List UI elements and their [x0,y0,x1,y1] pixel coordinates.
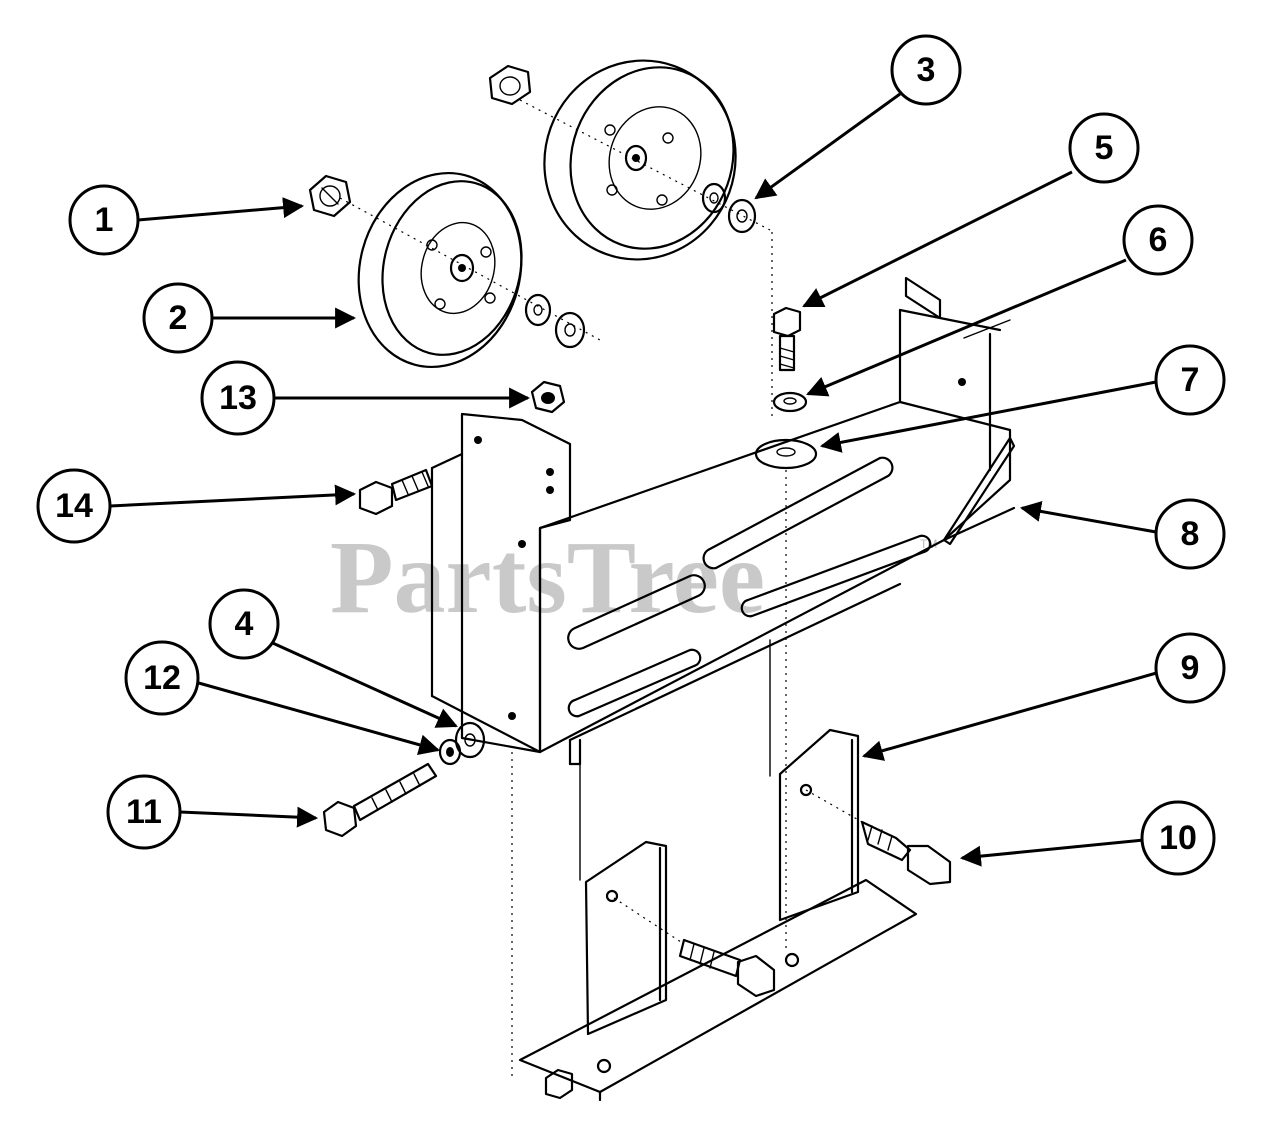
callout-12-label: 12 [143,659,181,697]
callout-4[interactable]: 4 [208,588,280,660]
watermark: PartsTree TM [330,520,937,635]
callout-6-label: 6 [1149,221,1168,259]
callout-8-label: 8 [1181,515,1200,553]
bracket-top-nut [530,380,566,414]
callout-4-label: 4 [235,605,254,643]
rear-pulley-washers [701,182,757,234]
callout-14[interactable]: 14 [36,468,112,544]
callout-2[interactable]: 2 [142,282,214,354]
watermark-text: PartsTree [330,520,765,635]
callout-13[interactable]: 13 [200,360,276,436]
mount-bracket [778,728,860,922]
callout-8[interactable]: 8 [1154,498,1226,570]
callout-1[interactable]: 1 [68,184,140,256]
bolt-10 [805,789,952,886]
lower-bolt [613,897,776,998]
callout-5-label: 5 [1095,129,1114,167]
leader-lines [109,92,1161,867]
callout-3-label: 3 [917,51,936,89]
callout-9[interactable]: 9 [1154,632,1226,704]
front-pulley-nut [308,174,352,218]
callout-13-label: 13 [219,379,257,417]
callout-7-label: 7 [1181,361,1200,399]
callout-11[interactable]: 11 [106,774,182,850]
rear-pulley-nut [488,64,532,106]
callout-11-label: 11 [126,793,162,831]
callout-3[interactable]: 3 [890,34,962,106]
front-pulley-washers [524,293,586,349]
vertical-bolt [771,232,802,420]
callout-6[interactable]: 6 [1122,204,1194,276]
bolt-11 [322,762,438,838]
callout-10-label: 10 [1159,819,1197,857]
callout-12[interactable]: 12 [124,640,200,716]
callout-14-label: 14 [55,487,93,525]
callout-1-label: 1 [95,201,114,239]
front-pulley [339,172,601,368]
flat-washer-4 [454,721,486,759]
lower-frame [511,470,918,1102]
rear-pulley [519,59,771,261]
callout-2-label: 2 [169,299,188,337]
watermark-trademark: TM [920,537,937,551]
callout-5[interactable]: 5 [1068,112,1140,184]
bolt-14 [358,468,434,516]
large-washer [754,438,818,470]
vertical-bolt-washer [772,391,808,413]
callout-7[interactable]: 7 [1154,344,1226,416]
callout-9-label: 9 [1181,649,1200,687]
callout-10[interactable]: 10 [1140,800,1216,876]
